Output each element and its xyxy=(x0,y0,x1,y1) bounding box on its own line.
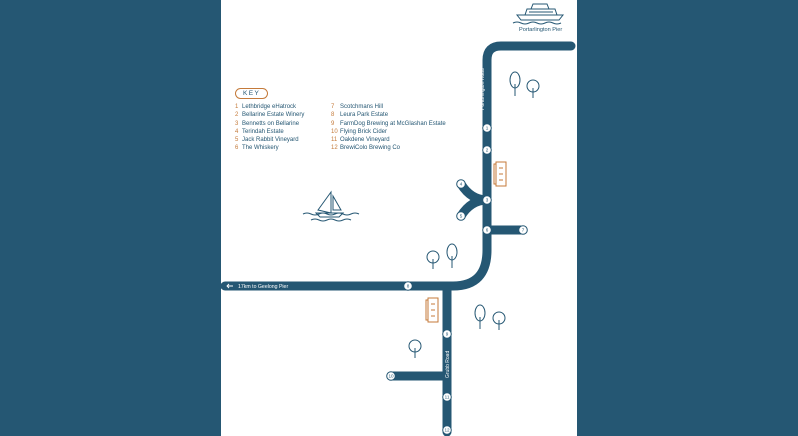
svg-text:11: 11 xyxy=(445,395,450,400)
sailboat-icon xyxy=(302,190,360,222)
building-icon xyxy=(493,161,507,187)
svg-text:10: 10 xyxy=(388,374,394,379)
stop-marker[interactable]: 1 xyxy=(482,123,492,133)
svg-text:4: 4 xyxy=(460,182,463,187)
stop-marker[interactable]: 5 xyxy=(456,211,466,221)
svg-text:5: 5 xyxy=(460,214,463,219)
svg-text:7: 7 xyxy=(522,228,525,233)
portarlington-road xyxy=(221,41,576,291)
svg-text:9: 9 xyxy=(446,332,449,337)
map-drawing: 17km to Geelong Pier Portarlington Road … xyxy=(221,3,576,436)
stop-marker[interactable]: 12 xyxy=(442,425,452,435)
tree-icon xyxy=(509,71,540,98)
key-title: KEY xyxy=(235,88,269,99)
stop-marker[interactable]: 9 xyxy=(442,329,452,339)
stop-marker[interactable]: 6 xyxy=(482,225,492,235)
tree-icon xyxy=(408,339,422,358)
svg-text:6: 6 xyxy=(486,228,489,233)
building-icon xyxy=(425,297,439,323)
svg-text:8: 8 xyxy=(407,284,410,289)
stop-marker[interactable]: 11 xyxy=(442,392,452,402)
map-page: 17km to Geelong Pier Portarlington Road … xyxy=(221,0,577,436)
portarlington-road-label: Portarlington Road xyxy=(480,68,486,110)
stop-marker[interactable]: 2 xyxy=(482,145,492,155)
svg-text:2: 2 xyxy=(486,148,489,153)
stop-marker[interactable]: 4 xyxy=(456,179,466,189)
stop-marker[interactable]: 7 xyxy=(518,225,528,235)
stop-marker[interactable]: 3 xyxy=(482,195,492,205)
svg-text:12: 12 xyxy=(444,428,450,433)
tree-icon xyxy=(426,243,458,269)
stop-marker[interactable]: 8 xyxy=(403,281,413,291)
grubb-road-label: Grubb Road xyxy=(445,351,451,378)
arrow-left-icon xyxy=(226,283,233,289)
ferry-icon xyxy=(512,3,565,25)
tree-icon xyxy=(474,304,506,330)
svg-text:1: 1 xyxy=(486,126,489,131)
svg-text:3: 3 xyxy=(486,198,489,203)
geelong-label: 17km to Geelong Pier xyxy=(238,284,288,290)
stop-marker[interactable]: 10 xyxy=(386,371,396,381)
pier-label: Portarlington Pier xyxy=(519,27,562,33)
